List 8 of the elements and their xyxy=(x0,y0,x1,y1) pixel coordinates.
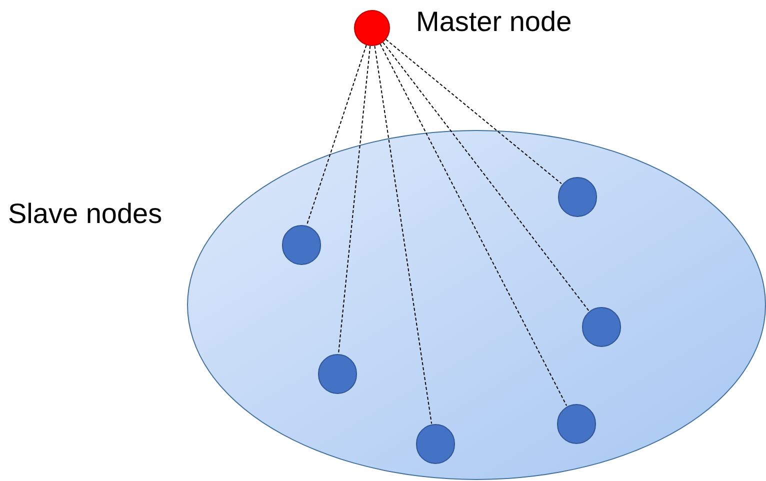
dashed-connector xyxy=(380,44,568,406)
dashed-connector xyxy=(382,42,590,312)
dashed-connector xyxy=(385,38,562,184)
node-label: Master node xyxy=(416,5,572,39)
dashed-connector xyxy=(374,45,432,424)
node-label: Slave nodes xyxy=(8,197,162,231)
dashed-connector xyxy=(306,44,367,226)
dashed-connector xyxy=(338,45,371,354)
